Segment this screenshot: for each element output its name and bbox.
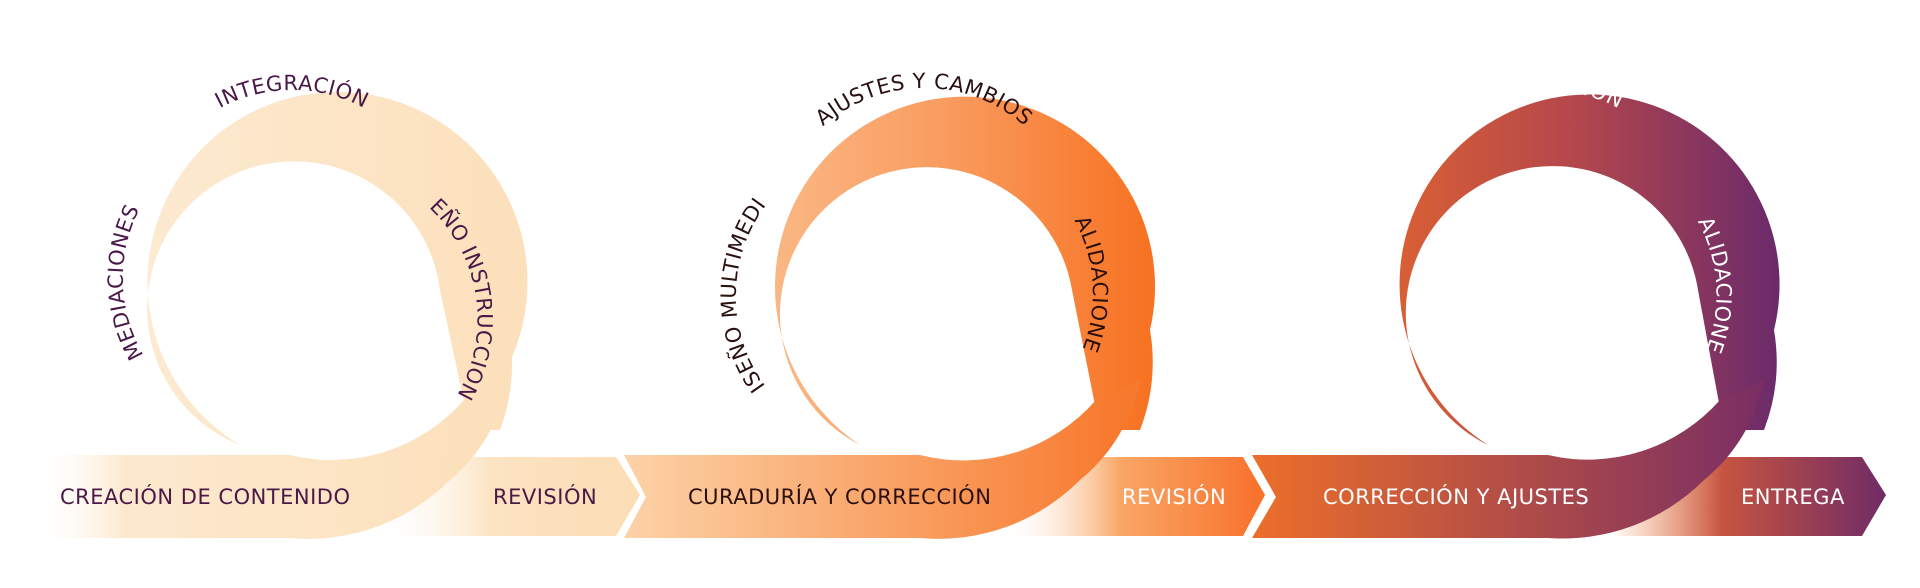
stage-3-delivery-label: ENTREGA xyxy=(1741,485,1845,509)
stage-1-loop-label-left: MEDIACIONES xyxy=(104,201,148,364)
stage-3-loop xyxy=(1399,94,1780,445)
stage-2-bar xyxy=(624,380,1140,539)
svg-text:VALIDACIONES: VALIDACIONES xyxy=(0,0,1112,356)
stage-1-bar-label: CREACIÓN DE CONTENIDO xyxy=(60,484,351,509)
stage-1: CREACIÓN DE CONTENIDO REVISIÓN MEDIACION… xyxy=(0,0,640,539)
stage-2-loop-label-right: VALIDACIONES xyxy=(0,0,1112,356)
stage-1-review-label: REVISIÓN xyxy=(493,484,597,509)
stage-2-review-label: REVISIÓN xyxy=(1122,484,1226,509)
stage-1-loop xyxy=(147,91,528,446)
stage-2-bar-label: CURADURÍA Y CORRECCIÓN xyxy=(688,484,991,509)
stage-3-bar-label: CORRECCIÓN Y AJUSTES xyxy=(1323,484,1589,509)
stage-3-bar xyxy=(1252,380,1764,539)
stage-2-loop xyxy=(775,96,1156,446)
stage-1-bar xyxy=(36,380,508,539)
svg-text:MEDIACIONES: MEDIACIONES xyxy=(104,201,148,364)
